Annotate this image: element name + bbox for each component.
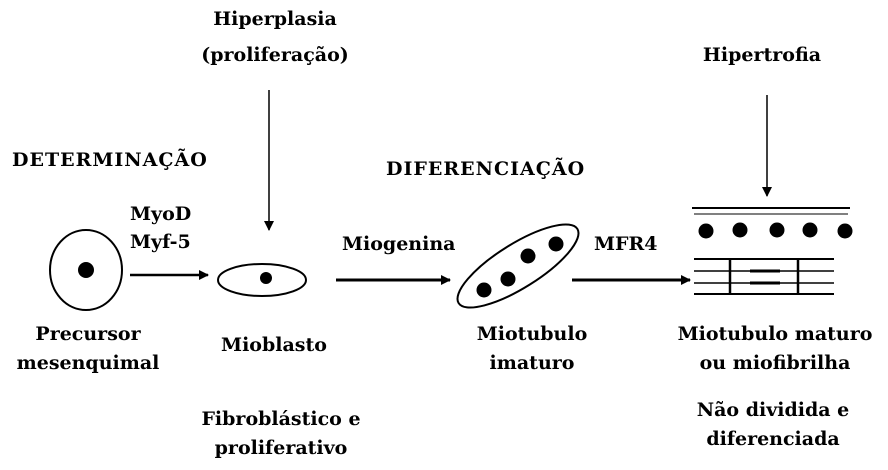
differentiation-label: DIFERENCIAÇÃO <box>386 158 586 180</box>
miotubulo-imaturo-cell <box>456 223 580 309</box>
precursor-label-line1: Precursor <box>35 323 141 345</box>
precursor-cell <box>49 229 123 311</box>
miotubulo-maturo-label-line1: Miotubulo maturo <box>677 323 873 345</box>
miogenina-label: Miogenina <box>342 233 456 255</box>
myf5-label: Myf-5 <box>130 231 191 253</box>
miotubulo-maturo-cell <box>692 207 853 295</box>
miotubulo-imaturo-label-line2: imaturo <box>489 352 575 374</box>
hyperplasia-sub-label: (proliferação) <box>201 44 349 66</box>
determination-label: DETERMINAÇÃO <box>12 149 208 171</box>
hyperplasia-label: Hiperplasia <box>213 8 337 30</box>
mioblasto-cell <box>217 263 307 297</box>
mioblasto-label: Mioblasto <box>221 334 327 356</box>
precursor-label-line2: mesenquimal <box>16 352 160 374</box>
fibroblastico-note-line1: Fibroblástico e <box>201 408 361 430</box>
fibroblastico-note-line2: proliferativo <box>214 437 348 459</box>
myod-label: MyoD <box>130 203 192 225</box>
miotubulo-maturo-label-line2: ou miofibrilha <box>699 352 851 374</box>
miotubulo-imaturo-label-line1: Miotubulo <box>476 323 588 345</box>
mfr4-label: MFR4 <box>594 233 658 255</box>
hypertrophy-label: Hipertrofia <box>702 44 822 66</box>
nao-dividida-note-line1: Não dividida e <box>696 399 850 421</box>
nao-dividida-note-line2: diferenciada <box>706 428 840 450</box>
